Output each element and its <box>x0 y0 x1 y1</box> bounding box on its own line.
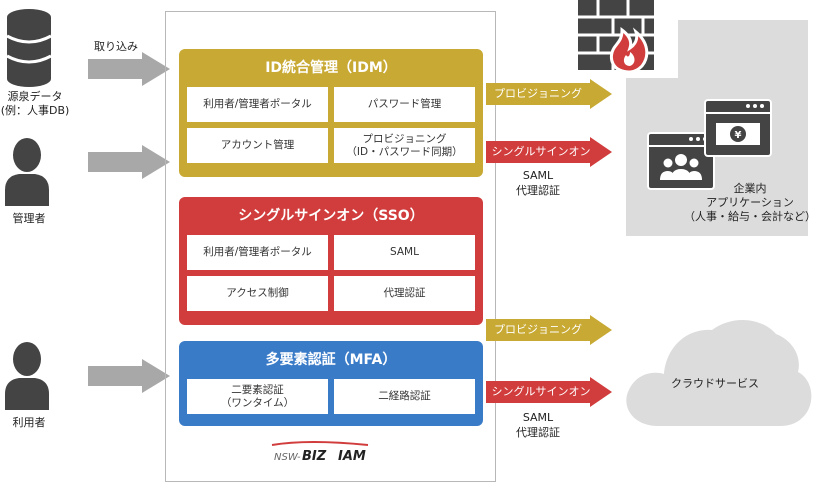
product-frame <box>165 11 496 482</box>
upper-sso-label: シングルサインオン <box>491 145 591 158</box>
import-arrow <box>88 52 170 86</box>
svg-text:¥: ¥ <box>735 130 742 141</box>
upper-provisioning-arrow <box>486 79 612 109</box>
upper-provisioning-label: プロビジョニング <box>494 87 582 100</box>
idm-cell-password: パスワード管理 <box>334 87 475 122</box>
cloud-icon <box>626 319 812 426</box>
admin-label: 管理者 <box>12 212 46 225</box>
user-arrow <box>88 359 170 393</box>
sso-cell-proxy-auth: 代理認証 <box>334 276 475 311</box>
upper-sso-sublabel: SAML 代理認証 <box>516 169 560 197</box>
svg-text:BIZ: BIZ <box>302 449 327 464</box>
import-label: 取り込み <box>94 40 138 53</box>
admin-person-icon <box>5 138 49 206</box>
mfa-cell-two-factor: 二要素認証 （ワンタイム） <box>187 379 328 414</box>
people-app-window-icon <box>647 132 715 190</box>
lower-sso-arrow <box>486 377 612 407</box>
admin-arrow <box>88 145 170 179</box>
user-label: 利用者 <box>12 416 46 429</box>
svg-text:IAM: IAM <box>338 449 366 464</box>
sso-title: シングルサインオン（SSO） <box>238 208 424 224</box>
nsw-biz-iam-logo: NSW- BIZ IAM <box>271 441 369 464</box>
lower-sso-label: シングルサインオン <box>491 385 591 398</box>
idm-cell-provisioning: プロビジョニング （ID・パスワード同期） <box>334 128 475 163</box>
database-icon <box>6 9 52 87</box>
sso-cell-access-control: アクセス制御 <box>187 276 328 311</box>
datasource-label: 源泉データ (例：人事DB) <box>0 90 70 117</box>
sso-panel: シングルサインオン（SSO） 利用者/管理者ポータル SAML アクセス制御 代… <box>179 197 483 325</box>
idm-title: ID統合管理（IDM） <box>265 60 397 76</box>
sso-cell-portal: 利用者/管理者ポータル <box>187 235 328 270</box>
lower-provisioning-label: プロビジョニング <box>494 323 582 336</box>
firewall-icon <box>578 0 654 74</box>
mfa-cell-two-route: 二経路認証 <box>334 379 475 414</box>
idm-cell-account: アカウント管理 <box>187 128 328 163</box>
svg-text:NSW-: NSW- <box>274 452 301 463</box>
mfa-title: 多要素認証（MFA） <box>265 352 397 368</box>
sso-cell-saml: SAML <box>334 235 475 270</box>
enterprise-label: 企業内 アプリケーション （人事・給与・会計など） <box>684 182 816 223</box>
lower-provisioning-arrow <box>486 315 612 345</box>
mfa-panel: 多要素認証（MFA） 二要素認証 （ワンタイム） 二経路認証 <box>179 341 483 426</box>
idm-cell-portal: 利用者/管理者ポータル <box>187 87 328 122</box>
cloud-label: クラウドサービス <box>671 377 759 390</box>
idm-panel: ID統合管理（IDM） 利用者/管理者ポータル パスワード管理 アカウント管理 … <box>179 49 483 177</box>
user-person-icon <box>5 342 49 410</box>
payment-app-window-icon: ¥ <box>704 99 772 157</box>
upper-sso-arrow <box>486 137 612 167</box>
lower-sso-sublabel: SAML 代理認証 <box>516 411 560 439</box>
